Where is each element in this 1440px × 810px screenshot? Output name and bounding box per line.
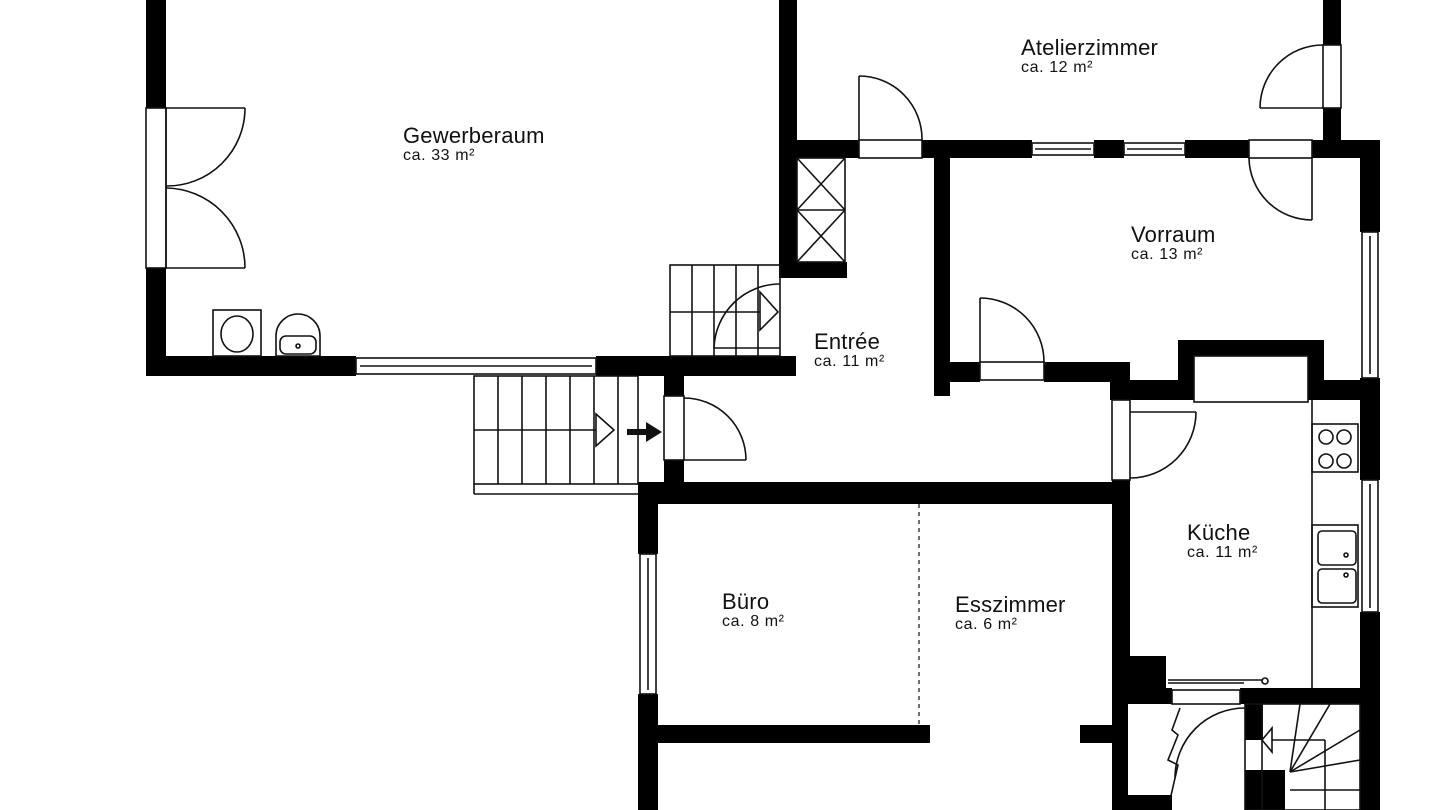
room-label-gewerberaum: Gewerberaum ca. 33 m²: [403, 125, 545, 164]
room-area: ca. 12 m²: [1021, 59, 1094, 76]
room-area: ca. 11 m²: [814, 353, 885, 370]
room-name: Entrée: [814, 329, 881, 354]
room-label-vorraum: Vorraum ca. 13 m²: [1131, 224, 1216, 263]
room-label-kueche: Küche ca. 11 m²: [1187, 522, 1258, 561]
room-label-entree: Entrée ca. 11 m²: [814, 331, 885, 370]
room-area: ca. 11 m²: [1187, 544, 1258, 561]
room-area: ca. 8 m²: [722, 613, 785, 630]
room-area: ca. 13 m²: [1131, 246, 1204, 263]
walls: [146, 0, 1380, 810]
room-name: Atelierzimmer: [1021, 35, 1159, 60]
room-label-buero: Büro ca. 8 m²: [722, 591, 785, 630]
room-name: Vorraum: [1131, 222, 1216, 247]
room-area: ca. 33 m²: [403, 147, 476, 164]
room-name: Büro: [722, 589, 770, 614]
room-label-esszimmer: Esszimmer ca. 6 m²: [955, 594, 1066, 633]
room-name: Esszimmer: [955, 592, 1066, 617]
entrance-arrow-icon: [627, 422, 662, 442]
room-label-atelierzimmer: Atelierzimmer ca. 12 m²: [1021, 37, 1158, 76]
room-name: Küche: [1187, 520, 1251, 545]
room-name: Gewerberaum: [403, 123, 545, 148]
room-area: ca. 6 m²: [955, 616, 1018, 633]
openings: [145, 44, 1379, 810]
